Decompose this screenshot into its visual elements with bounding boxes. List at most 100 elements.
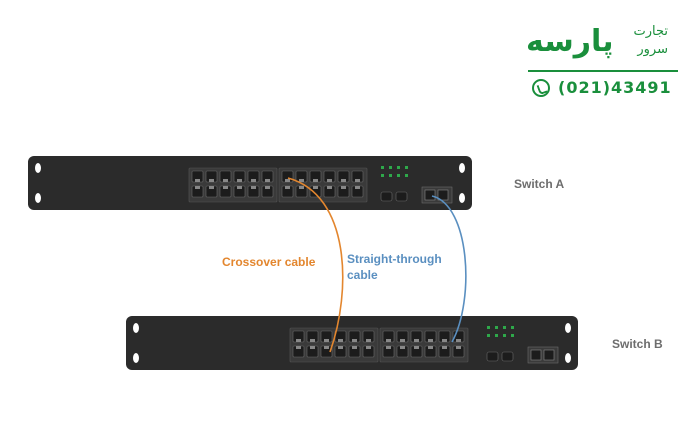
rj45-latch bbox=[428, 339, 433, 342]
status-led bbox=[389, 166, 392, 169]
brand-tagline-1: تجارت bbox=[633, 24, 669, 39]
rj45-latch bbox=[324, 346, 329, 349]
rj45-latch bbox=[251, 186, 256, 189]
rj45-latch bbox=[400, 346, 405, 349]
rj45-latch bbox=[414, 346, 419, 349]
straight-through-label-line1: Straight-through bbox=[347, 252, 442, 266]
sfp-port bbox=[395, 191, 408, 202]
switch-a bbox=[28, 156, 472, 210]
rj45-latch bbox=[352, 346, 357, 349]
rj45-latch bbox=[338, 346, 343, 349]
uplink-port bbox=[437, 189, 449, 201]
switch-b-leds bbox=[487, 326, 514, 337]
rj45-latch bbox=[341, 186, 346, 189]
rj45-latch bbox=[352, 339, 357, 342]
status-led bbox=[511, 334, 514, 337]
switch-b bbox=[126, 316, 578, 370]
rj45-latch bbox=[299, 179, 304, 182]
rj45-latch bbox=[223, 186, 228, 189]
rj45-latch bbox=[285, 179, 290, 182]
rj45-latch bbox=[324, 339, 329, 342]
rj45-latch bbox=[366, 346, 371, 349]
rj45-latch bbox=[195, 186, 200, 189]
rj45-latch bbox=[195, 179, 200, 182]
uplink-port bbox=[543, 349, 555, 361]
switch-a-uplink bbox=[421, 186, 453, 204]
sfp-port bbox=[486, 351, 499, 362]
status-led bbox=[503, 334, 506, 337]
brand-logo-block: پارسه تجارت سرور (021)43491 bbox=[520, 10, 680, 100]
switch-b-uplink bbox=[527, 346, 559, 364]
switch-a-ear-hole-right bbox=[459, 163, 465, 173]
sfp-port bbox=[380, 191, 393, 202]
rj45-latch bbox=[313, 179, 318, 182]
rj45-latch bbox=[442, 346, 447, 349]
sfp-port bbox=[501, 351, 514, 362]
rj45-latch bbox=[386, 346, 391, 349]
rj45-latch bbox=[265, 186, 270, 189]
status-led bbox=[405, 174, 408, 177]
crossover-cable-label: Crossover cable bbox=[222, 255, 316, 269]
status-led bbox=[397, 166, 400, 169]
switch-b-label: Switch B bbox=[612, 337, 663, 351]
rj45-latch bbox=[327, 179, 332, 182]
straight-through-cable bbox=[431, 195, 467, 343]
rj45-latch bbox=[355, 186, 360, 189]
rj45-latch bbox=[341, 179, 346, 182]
phone-icon bbox=[532, 79, 550, 97]
rj45-latch bbox=[456, 339, 461, 342]
rj45-latch bbox=[313, 186, 318, 189]
rj45-latch bbox=[386, 339, 391, 342]
switch-b-ear-hole-left-lower bbox=[133, 353, 139, 363]
rj45-latch bbox=[442, 339, 447, 342]
switch-b-ear-hole-right bbox=[565, 323, 571, 333]
rj45-latch bbox=[285, 186, 290, 189]
switch-a-ear-hole-left-lower bbox=[35, 193, 41, 203]
switch-a-sfp bbox=[380, 191, 408, 202]
status-led bbox=[487, 326, 490, 329]
rj45-latch bbox=[296, 339, 301, 342]
brand-logo: پارسه bbox=[526, 24, 614, 59]
crossover-cable bbox=[287, 177, 344, 353]
straight-through-label-line2: cable bbox=[347, 268, 378, 282]
status-led bbox=[503, 326, 506, 329]
switch-a-ports bbox=[188, 167, 368, 203]
status-led bbox=[487, 334, 490, 337]
brand-tagline-2: سرور bbox=[637, 42, 668, 57]
rj45-latch bbox=[237, 186, 242, 189]
brand-divider bbox=[528, 70, 678, 72]
rj45-latch bbox=[209, 179, 214, 182]
status-led bbox=[381, 174, 384, 177]
rj45-latch bbox=[428, 346, 433, 349]
rj45-latch bbox=[338, 339, 343, 342]
rj45-latch bbox=[456, 346, 461, 349]
status-led bbox=[495, 326, 498, 329]
status-led bbox=[397, 174, 400, 177]
rj45-latch bbox=[237, 179, 242, 182]
rj45-latch bbox=[299, 186, 304, 189]
status-led bbox=[495, 334, 498, 337]
rj45-latch bbox=[400, 339, 405, 342]
uplink-port bbox=[530, 349, 542, 361]
rj45-latch bbox=[296, 346, 301, 349]
switch-a-ear-hole-right-lower bbox=[459, 193, 465, 203]
rj45-latch bbox=[223, 179, 228, 182]
status-led bbox=[389, 174, 392, 177]
rj45-latch bbox=[414, 339, 419, 342]
rj45-latch bbox=[265, 179, 270, 182]
rj45-latch bbox=[209, 186, 214, 189]
status-led bbox=[405, 166, 408, 169]
switch-b-sfp bbox=[486, 351, 514, 362]
switch-b-ear-hole-right-lower bbox=[565, 353, 571, 363]
uplink-port bbox=[424, 189, 436, 201]
rj45-latch bbox=[310, 339, 315, 342]
switch-a-label: Switch A bbox=[514, 177, 565, 191]
rj45-latch bbox=[366, 339, 371, 342]
brand-phone: (021)43491 bbox=[558, 78, 672, 97]
rj45-latch bbox=[355, 179, 360, 182]
rj45-latch bbox=[251, 179, 256, 182]
status-led bbox=[381, 166, 384, 169]
switch-a-leds bbox=[381, 166, 408, 177]
switch-b-ports bbox=[289, 327, 469, 363]
